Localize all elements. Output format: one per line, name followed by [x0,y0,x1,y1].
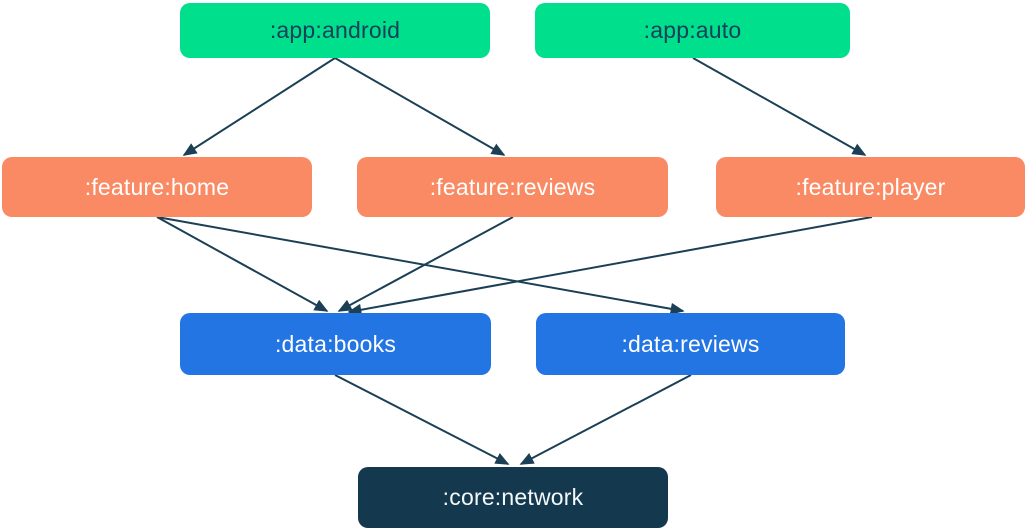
node-label: :core:network [442,484,584,510]
node-label: :feature:reviews [429,173,596,200]
edge-feature-player-to-data-books [347,216,873,316]
node-label: :data:books [274,330,397,357]
node-feature-player: :feature:player [716,157,1025,217]
node-core-network: :core:network [358,467,668,528]
node-feature-home: :feature:home [2,157,312,217]
node-label: :app:android [269,17,401,43]
node-label: :app:auto [643,17,742,43]
edge-feature-home-to-data-reviews [156,216,685,315]
edge-feature-reviews-to-data-books [337,216,514,312]
node-data-reviews: :data:reviews [536,313,845,375]
node-label: :data:reviews [621,330,760,357]
node-label: :feature:player [795,173,946,200]
edge-app-android-to-feature-home [182,57,336,156]
edge-feature-home-to-data-books [156,216,329,312]
node-feature-reviews: :feature:reviews [357,157,668,217]
edge-data-reviews-to-core-network [519,374,692,465]
node-app-android: :app:android [180,3,490,58]
node-app-auto: :app:auto [535,3,850,58]
edge-app-auto-to-feature-player [692,57,867,156]
edge-data-books-to-core-network [334,374,510,465]
node-label: :feature:home [84,173,230,200]
edge-app-android-to-feature-reviews [334,57,506,156]
edges [156,57,873,465]
node-data-books: :data:books [180,313,491,375]
